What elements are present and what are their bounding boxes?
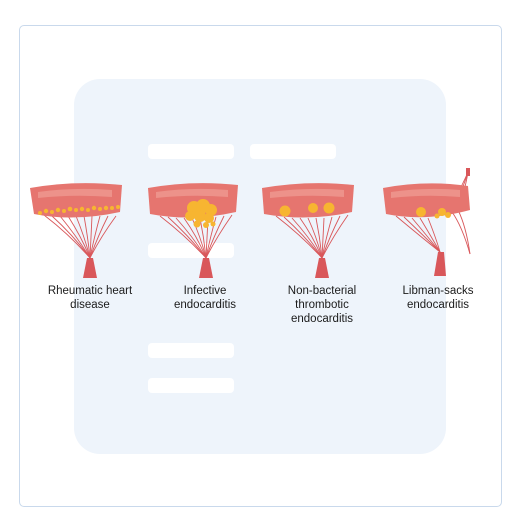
papillary-muscle [83,258,97,278]
valve-leaflet [30,183,122,218]
background-placeholder-bar [250,144,336,159]
papillary-muscle [199,258,213,278]
valve-leaflet [262,183,354,218]
label-rheumatic-heart-disease: Rheumatic heart disease [47,285,133,311]
vegetation-nodules [416,207,451,219]
papillary-muscle [315,258,329,278]
background-placeholder-bar [148,144,234,159]
label-infective-endocarditis: Infective endocarditis [173,285,236,311]
chordae-tendineae [275,214,349,259]
valve-non-bacterial-thrombotic [262,183,354,278]
background-placeholder-bar [148,343,234,358]
chordae-tendineae [43,214,117,259]
background-panel [74,79,446,454]
background-placeholder-bar [148,378,234,393]
leaflet-highlight [38,188,112,198]
leaflet-highlight [156,188,228,198]
leaflet-highlight [391,188,460,198]
leaflet-highlight [270,188,344,198]
vegetation-mass [185,199,217,228]
vegetation-nodules [279,202,335,217]
label-non-bacterial-thrombotic-endocarditis: Non-bacterial thrombotic endocarditis [287,285,357,325]
papillary-muscle-upper [466,168,470,176]
background-placeholder-bar [148,243,234,258]
label-libman-sacks-endocarditis: Libman-sacks endocarditis [402,285,474,311]
papillary-muscle [434,252,446,276]
valve-infective [148,183,238,278]
vegetation-beads [38,205,120,215]
valve-libman-sacks [383,168,471,276]
valve-rheumatic [30,183,122,278]
valve-leaflet [383,183,470,218]
